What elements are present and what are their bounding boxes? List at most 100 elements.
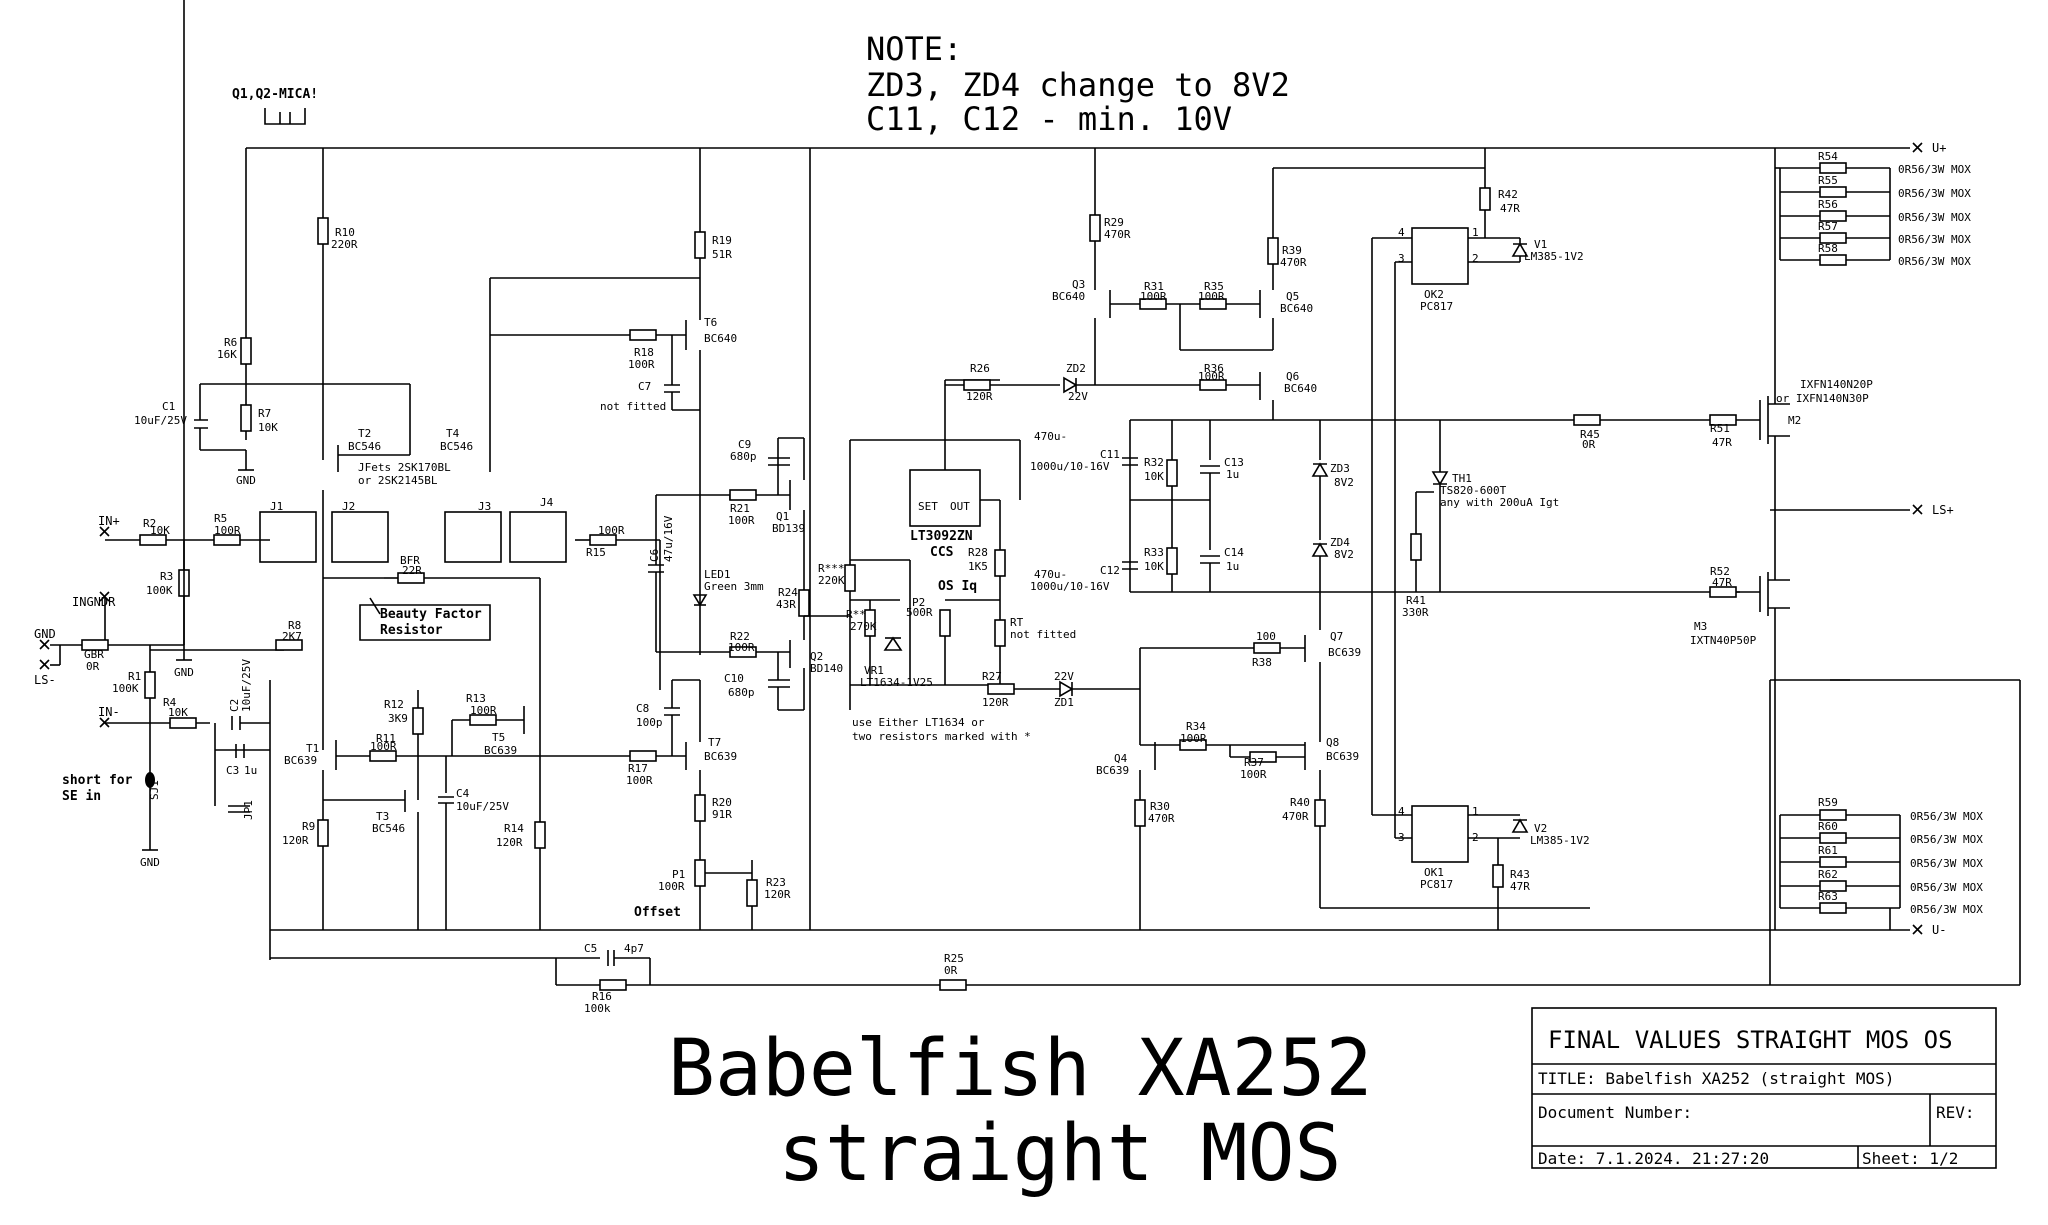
svg-text:Q1: Q1	[776, 510, 789, 523]
svg-text:TITLE: Babelfish XA252 (strai: TITLE: Babelfish XA252 (straight MOS)	[1538, 1069, 1894, 1088]
svg-text:BD139: BD139	[772, 522, 805, 535]
svg-text:100p: 100p	[636, 716, 663, 729]
svg-text:120R: 120R	[966, 390, 993, 403]
svg-text:100R: 100R	[658, 880, 685, 893]
svg-text:R55: R55	[1818, 174, 1838, 187]
svg-text:0R56/3W MOX: 0R56/3W MOX	[1898, 233, 1971, 246]
svg-text:C2: C2	[228, 699, 241, 712]
svg-text:R1: R1	[128, 670, 141, 683]
svg-text:V1: V1	[1534, 238, 1547, 251]
svg-text:270K: 270K	[850, 620, 877, 633]
svg-text:R4: R4	[163, 696, 177, 709]
svg-text:not fitted: not fitted	[600, 400, 666, 413]
svg-text:470R: 470R	[1148, 812, 1175, 825]
svg-text:100R: 100R	[1198, 290, 1225, 303]
svg-text:470R: 470R	[1280, 256, 1307, 269]
design-note: NOTE: ZD3, ZD4 change to 8V2 C11, C12 - …	[866, 30, 1290, 138]
svg-text:R7: R7	[258, 407, 271, 420]
heatsink-icon	[264, 108, 306, 125]
svg-text:T4: T4	[446, 427, 460, 440]
svg-text:22V: 22V	[1054, 670, 1074, 683]
svg-text:10K: 10K	[1144, 560, 1164, 573]
svg-text:C7: C7	[638, 380, 651, 393]
svg-text:0R56/3W MOX: 0R56/3W MOX	[1910, 881, 1983, 894]
svg-text:10K: 10K	[168, 706, 188, 719]
ccs-block: Q1 SET OUT LT3092ZN CCS R28 1K5 RT not f…	[818, 379, 1140, 743]
svg-text:R41: R41	[1406, 594, 1426, 607]
svg-text:470u-: 470u-	[1034, 430, 1067, 443]
svg-text:R22: R22	[730, 630, 750, 643]
svg-text:BC640: BC640	[704, 332, 737, 345]
svg-text:680p: 680p	[728, 686, 755, 699]
svg-text:V2: V2	[1534, 822, 1547, 835]
svg-text:LS+: LS+	[1932, 503, 1954, 517]
svg-text:ZD4: ZD4	[1330, 536, 1350, 549]
svg-text:LM385-1V2: LM385-1V2	[1524, 250, 1584, 263]
svg-text:BC639: BC639	[284, 754, 317, 767]
svg-text:1u: 1u	[1226, 560, 1239, 573]
svg-text:C8: C8	[636, 702, 649, 715]
svg-text:8V2: 8V2	[1334, 476, 1354, 489]
svg-text:R11: R11	[376, 732, 396, 745]
svg-text:C5: C5	[584, 942, 597, 955]
svg-text:TS820-600T: TS820-600T	[1440, 484, 1507, 497]
svg-text:47R: 47R	[1510, 880, 1530, 893]
svg-text:Q2: Q2	[810, 650, 823, 663]
svg-text:BC639: BC639	[1326, 750, 1359, 763]
svg-text:Green 3mm: Green 3mm	[704, 580, 764, 593]
svg-text:or IXFN140N30P: or IXFN140N30P	[1776, 392, 1869, 405]
svg-text:M2: M2	[1788, 414, 1801, 427]
svg-text:R21: R21	[730, 502, 750, 515]
svg-text:not fitted: not fitted	[1010, 628, 1076, 641]
svg-text:330R: 330R	[1402, 606, 1429, 619]
svg-text:43R: 43R	[776, 598, 796, 611]
svg-text:0R56/3W MOX: 0R56/3W MOX	[1910, 903, 1983, 916]
svg-text:T3: T3	[376, 810, 389, 823]
svg-text:FINAL VALUES STRAIGHT MOS OS: FINAL VALUES STRAIGHT MOS OS	[1548, 1026, 1953, 1054]
svg-text:120R: 120R	[282, 834, 309, 847]
svg-text:100k: 100k	[584, 1002, 611, 1015]
svg-text:C4: C4	[456, 787, 470, 800]
svg-text:BC639: BC639	[1096, 764, 1129, 777]
svg-text:BC640: BC640	[1280, 302, 1313, 315]
svg-text:R23: R23	[766, 876, 786, 889]
svg-text:8V2: 8V2	[1334, 548, 1354, 561]
input-section: IN+ R2 10K R5 100R R3 100K INGNDR GBR 0R…	[34, 0, 303, 960]
svg-text:IN-: IN-	[98, 705, 120, 719]
svg-text:R43: R43	[1510, 868, 1530, 881]
svg-text:R60: R60	[1818, 820, 1838, 833]
svg-text:LED1: LED1	[704, 568, 731, 581]
svg-text:Document Number:: Document Number:	[1538, 1103, 1692, 1122]
svg-text:R24: R24	[778, 586, 798, 599]
svg-text:GND: GND	[140, 856, 160, 869]
uminus-terminal: U-	[1912, 923, 1946, 937]
svg-text:100: 100	[1256, 630, 1276, 643]
output-resistors-bottom: R59 0R56/3W MOX R60 0R56/3W MOX R61 0R56…	[1779, 796, 1983, 930]
svg-text:470R: 470R	[1104, 228, 1131, 241]
svg-text:47R: 47R	[1500, 202, 1520, 215]
svg-text:100R: 100R	[628, 358, 655, 371]
svg-text:R16: R16	[592, 990, 612, 1003]
svg-text:R56: R56	[1818, 198, 1838, 211]
svg-text:short for: short for	[62, 773, 133, 788]
svg-text:R57: R57	[1818, 220, 1838, 233]
svg-text:R27: R27	[982, 670, 1002, 683]
svg-text:47R: 47R	[1712, 576, 1732, 589]
svg-text:R18: R18	[634, 346, 654, 359]
svg-text:16K: 16K	[217, 348, 237, 361]
svg-text:TH1: TH1	[1452, 472, 1472, 485]
svg-text:GND: GND	[34, 627, 56, 641]
svg-text:4p7: 4p7	[624, 942, 644, 955]
svg-text:GND: GND	[174, 666, 194, 679]
svg-text:R10: R10	[335, 226, 355, 239]
svg-text:100R: 100R	[626, 774, 653, 787]
svg-text:BC546: BC546	[440, 440, 473, 453]
svg-text:100R: 100R	[598, 524, 625, 537]
svg-text:IXTN40P50P: IXTN40P50P	[1690, 634, 1757, 647]
svg-text:R28: R28	[968, 546, 988, 559]
svg-text:R29: R29	[1104, 216, 1124, 229]
svg-text:1000u/10-16V: 1000u/10-16V	[1030, 460, 1110, 473]
svg-text:0R: 0R	[86, 660, 100, 673]
svg-text:INGNDR: INGNDR	[72, 595, 116, 609]
